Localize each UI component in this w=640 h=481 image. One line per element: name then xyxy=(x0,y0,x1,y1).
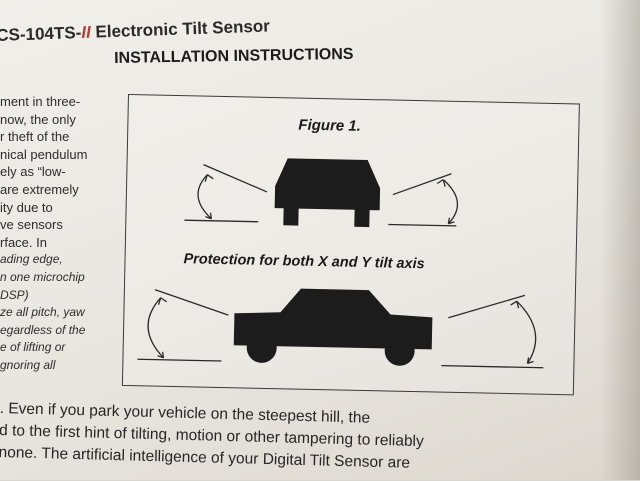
vehicle-side-view xyxy=(233,288,433,366)
tilt-angle-left-top xyxy=(184,164,268,223)
left-column-line: are extremely xyxy=(0,181,79,197)
figure-box: Figure 1. Protection for both X and Y ti… xyxy=(121,94,580,396)
left-column-line: ely as “low- xyxy=(0,164,66,180)
left-column-line: r theft of the xyxy=(0,129,70,145)
left-column-line: now, the only xyxy=(0,111,76,127)
left-column-line: gnoring all xyxy=(0,357,56,372)
left-column-line: ity due to xyxy=(0,199,53,215)
product-title: CS-104TS-II Electronic Tilt Sensor xyxy=(0,16,270,46)
page-edge-shadow xyxy=(600,0,640,480)
left-column-line: ading edge, xyxy=(0,252,63,267)
left-column-line: ment in three- xyxy=(0,94,81,109)
left-column-line: n one microchip xyxy=(0,269,85,284)
vehicle-rear-view xyxy=(274,158,381,228)
left-column-line: egardless of the xyxy=(0,322,86,337)
section-title: INSTALLATION INSTRUCTIONS xyxy=(114,45,354,67)
product-name: Electronic Tilt Sensor xyxy=(90,16,271,42)
figure-illustration xyxy=(137,158,544,369)
left-text-column: ment in three-now, the only r theft of th… xyxy=(0,93,128,375)
left-column-line: DSP) xyxy=(0,287,29,302)
bottom-paragraph: . Even if you park your vehicle on the s… xyxy=(0,398,640,481)
left-column-line: rface. In xyxy=(0,234,47,250)
product-model: CS-104TS- xyxy=(0,23,82,45)
tilt-angle-left-bottom xyxy=(137,288,229,362)
left-column-line: e of lifting or xyxy=(0,340,66,355)
tilt-angle-right-bottom xyxy=(441,294,544,369)
tilt-angle-right-top xyxy=(388,173,458,227)
left-column-line: ze all pitch, yaw xyxy=(0,305,85,320)
left-column-line: ve sensors xyxy=(0,217,63,233)
left-column-line: nical pendulum xyxy=(0,146,88,162)
figure-title: Figure 1. xyxy=(298,116,362,135)
